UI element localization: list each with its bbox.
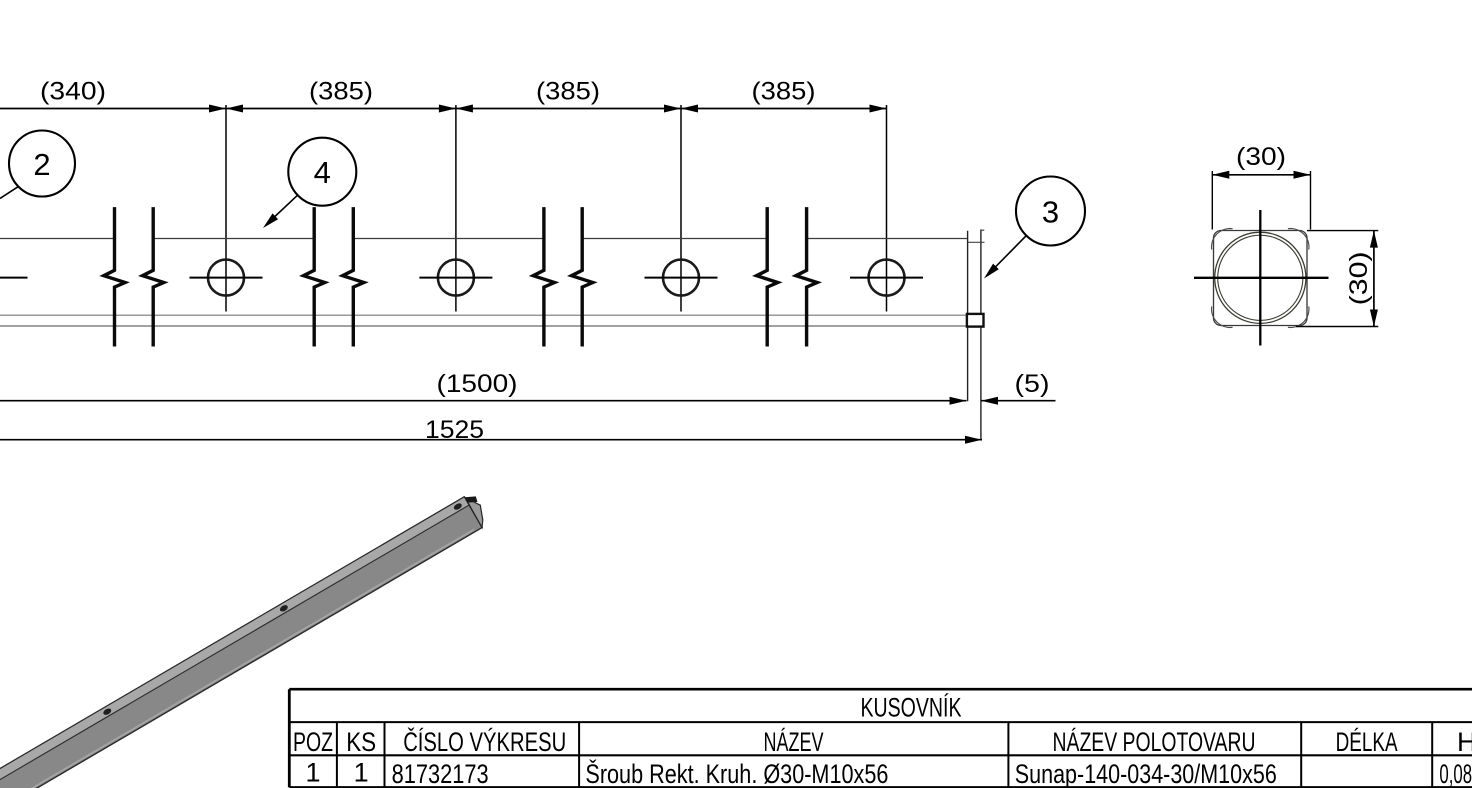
- svg-text:(30): (30): [1345, 251, 1373, 305]
- svg-text:HMOTNOST: HMOTNOST: [1457, 727, 1472, 757]
- svg-text:(5): (5): [1015, 370, 1050, 398]
- svg-text:ČÍSLO VÝKRESU: ČÍSLO VÝKRESU: [403, 726, 566, 757]
- svg-text:(30): (30): [1236, 143, 1286, 171]
- svg-text:(1500): (1500): [437, 370, 518, 398]
- svg-text:Sunap-140-034-30/M10x56: Sunap-140-034-30/M10x56: [1015, 759, 1277, 788]
- svg-text:2: 2: [33, 147, 50, 182]
- svg-text:(385): (385): [536, 77, 600, 105]
- svg-text:(385): (385): [752, 77, 816, 105]
- svg-text:DÉLKA: DÉLKA: [1336, 727, 1398, 757]
- svg-text:0,081: 0,081: [1439, 759, 1472, 788]
- svg-text:1: 1: [354, 758, 369, 788]
- svg-text:POZ: POZ: [293, 727, 333, 757]
- svg-text:3: 3: [1042, 194, 1059, 229]
- svg-text:(385): (385): [309, 77, 373, 105]
- svg-text:1525: 1525: [425, 416, 484, 444]
- svg-text:81732173: 81732173: [392, 759, 489, 788]
- svg-text:NÁZEV POLOTOVARU: NÁZEV POLOTOVARU: [1053, 727, 1256, 757]
- svg-text:(340): (340): [40, 77, 106, 105]
- svg-text:4: 4: [314, 155, 331, 190]
- svg-text:NÁZEV: NÁZEV: [764, 727, 824, 757]
- svg-text:Šroub Rekt. Kruh. Ø30-M10x56: Šroub Rekt. Kruh. Ø30-M10x56: [585, 758, 888, 788]
- svg-text:KUSOVNÍK: KUSOVNÍK: [861, 693, 962, 723]
- svg-text:KS: KS: [346, 727, 376, 757]
- svg-text:1: 1: [305, 758, 320, 788]
